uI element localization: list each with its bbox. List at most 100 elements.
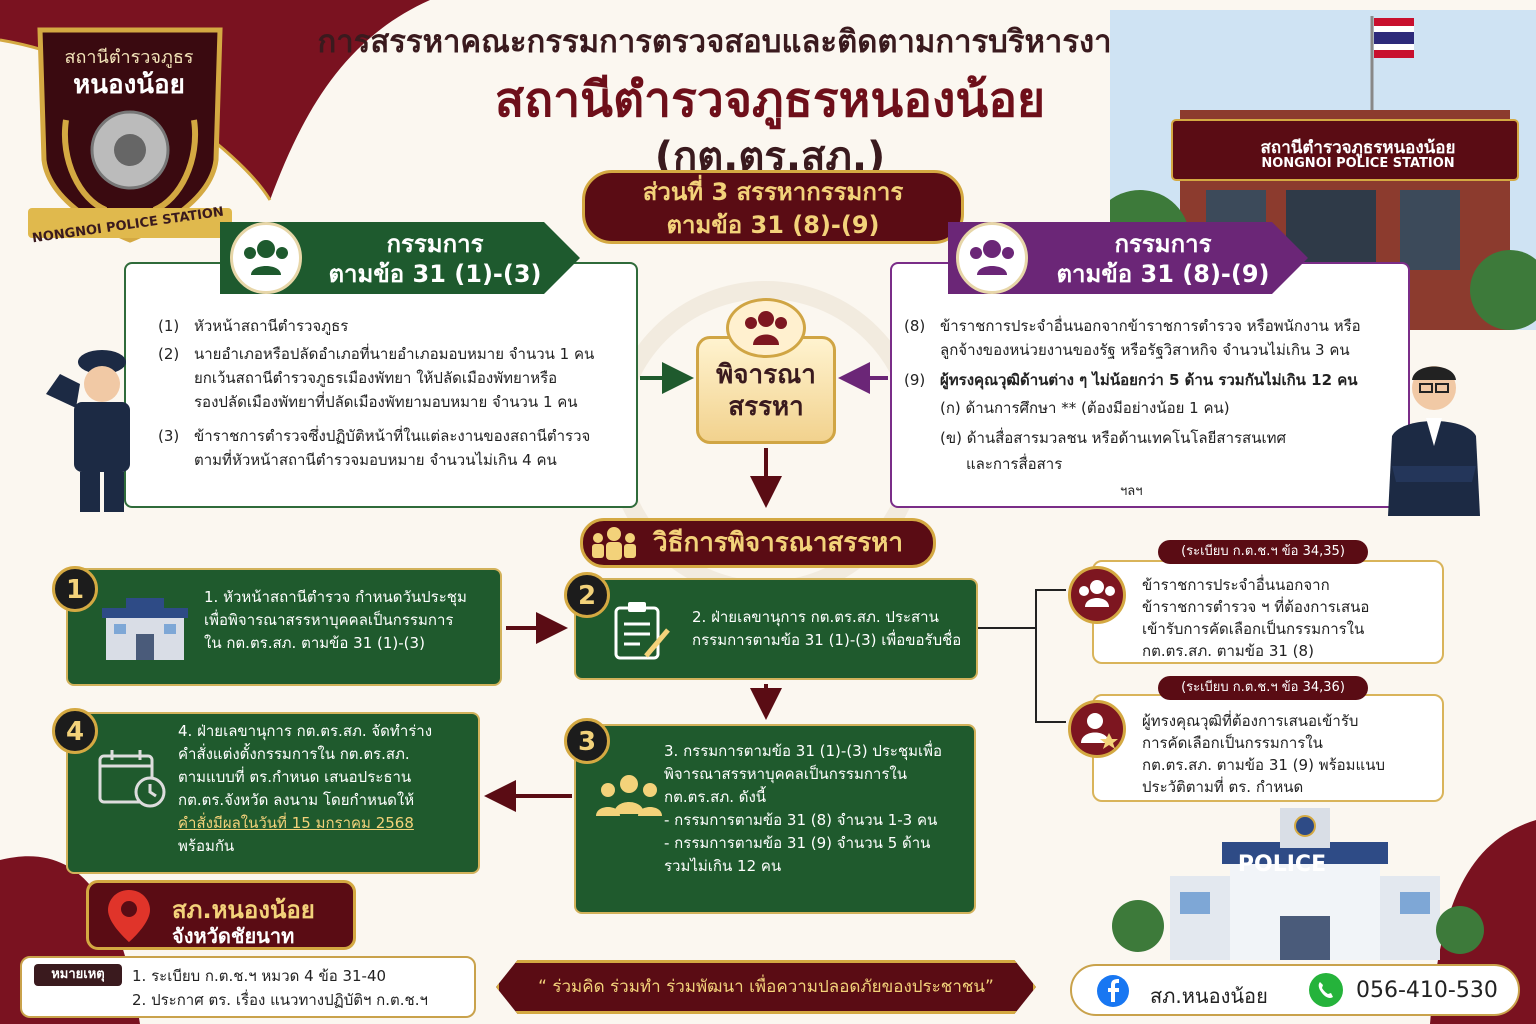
left-item-2: (2) นายอำเภอหรือปลัดอำเภอที่นายอำเภอมอบห… — [158, 342, 628, 414]
reg-1-line2: ข้าราชการตำรวจ ฯ ที่ต้องการเสนอ — [1142, 598, 1370, 616]
reg-2-line2: การคัดเลือกเป็นกรรมการใน — [1142, 734, 1323, 752]
group-icon — [1068, 566, 1126, 624]
right-item-9: (9) ผู้ทรงคุณวุฒิด้านต่าง ๆ ไม่น้อยกว่า … — [904, 368, 1394, 392]
facebook-icon[interactable] — [1096, 974, 1130, 1008]
step-4-box: 4. ฝ่ายเลขานุการ กต.ตร.สภ. จัดทำร่าง คำส… — [66, 712, 480, 874]
facebook-page-name[interactable]: สภ.หนองน้อย — [1150, 984, 1268, 1008]
right-item-8-line1: ข้าราชการประจำอื่นนอกจากข้าราชการตำรวจ ห… — [940, 317, 1361, 335]
slogan-banner: “ ร่วมคิด ร่วมทำ ร่วมพัฒนา เพื่อความปลอด… — [496, 960, 1036, 1014]
police-station-icon — [102, 598, 188, 660]
location-province: จังหวัดชัยนาท — [172, 924, 295, 948]
police-building-illustration — [1112, 808, 1484, 960]
police-officer-illustration — [46, 350, 130, 512]
regulation-box-1: ข้าราชการประจำอื่นนอกจาก ข้าราชการตำรวจ … — [1092, 560, 1444, 664]
left-item-2-line3: รองปลัดเมืองพัทยาที่ปลัดเมืองพัทยามอบหมา… — [194, 393, 578, 411]
right-item-9-line: ผู้ทรงคุณวุฒิด้านต่าง ๆ ไม่น้อยกว่า 5 ด้… — [940, 371, 1358, 389]
people-icon — [592, 527, 636, 560]
step-1-box: 1. หัวหน้าสถานีตำรวจ กำหนดวันประชุม เพื่… — [66, 568, 502, 686]
calendar-icon — [98, 750, 166, 808]
step-3-badge: 3 — [564, 718, 610, 764]
page-title-line1: การสรรหาคณะกรรมการตรวจสอบและติดตามการบริ… — [317, 24, 1223, 60]
step-4-highlight: คำสั่งมีผลในวันที่ 15 มกราคม 2568 — [178, 814, 414, 832]
left-item-3: (3) ข้าราชการตำรวจซึ่งปฏิบัติหน้าที่ในแต… — [158, 424, 628, 472]
regulation-tag-2: (ระเบียบ ก.ต.ช.ฯ ข้อ 34,36) — [1158, 676, 1368, 700]
right-committee-box — [890, 262, 1410, 508]
left-item-3-line1: ข้าราชการตำรวจซึ่งปฏิบัติหน้าที่ในแต่ละง… — [194, 427, 591, 445]
contact-box — [1070, 964, 1520, 1016]
step-1-line1: 1. หัวหน้าสถานีตำรวจ กำหนดวันประชุม — [204, 588, 467, 606]
left-item-1-line: หัวหน้าสถานีตำรวจภูธร — [194, 317, 349, 335]
step-2-line2: กรรมการตามข้อ 31 (1)-(3) เพื่อขอรับชื่อ — [692, 631, 962, 649]
right-sub-a: (ก) ด้านการศึกษา ** (ต้องมีอย่างน้อย 1 ค… — [940, 399, 1230, 417]
businessman-illustration — [1388, 366, 1480, 516]
method-banner-text: วิธีการพิจารณาสรรหา — [653, 528, 903, 558]
step-3-line1: 3. กรรมการตามข้อ 31 (1)-(3) ประชุมเพื่อ — [664, 742, 943, 760]
reg-1-line1: ข้าราชการประจำอื่นนอกจาก — [1142, 576, 1330, 594]
consider-box: พิจารณา สรรหา — [696, 336, 836, 444]
reg-2-line1: ผู้ทรงคุณวุฒิที่ต้องการเสนอเข้ารับ — [1142, 712, 1359, 730]
step-4-line4: กต.ตร.จังหวัด ลงนาม โดยกำหนดให้ — [178, 791, 415, 809]
left-item-1-num: (1) — [158, 317, 180, 335]
building-sign-english: NONGNOI POLICE STATION — [1261, 156, 1455, 171]
left-item-3-num: (3) — [158, 427, 180, 445]
right-item-9-num: (9) — [904, 371, 926, 389]
left-item-2-line2: ยกเว้นสถานีตำรวจภูธรเมืองพัทยา ให้ปลัดเม… — [194, 369, 558, 387]
step-3-box: 3. กรรมการตามข้อ 31 (1)-(3) ประชุมเพื่อ … — [574, 724, 976, 914]
expert-user-icon — [1068, 700, 1126, 758]
step-3-line4: - กรรมการตามข้อ 31 (8) จำนวน 1-3 คน — [664, 811, 938, 829]
map-pin-icon — [108, 890, 150, 942]
step-2-line1: 2. ฝ่ายเลขานุการ กต.ตร.สภ. ประสาน — [692, 608, 939, 626]
step-2-box: 2. ฝ่ายเลขานุการ กต.ตร.สภ. ประสาน กรรมกา… — [574, 578, 978, 680]
right-item-8-num: (8) — [904, 317, 926, 335]
group-icon — [726, 298, 806, 358]
note-line-2: 2. ประกาศ ตร. เรื่อง แนวทางปฏิบัติฯ ก.ต.… — [132, 991, 428, 1009]
right-committee-title2: ตามข้อ 31 (8)-(9) — [1056, 260, 1270, 288]
step-1-badge: 1 — [52, 566, 98, 612]
right-sub-b2: และการสื่อสาร — [966, 455, 1063, 473]
step-1-line2: เพื่อพิจารณาสรรหาบุคคลเป็นกรรมการ — [204, 611, 454, 629]
right-item-8-line2: ลูกจ้างของหน่วยงานของรัฐ หรือรัฐวิสาหกิจ… — [940, 341, 1350, 359]
reg-1-line4: กต.ตร.สภ. ตามข้อ 31 (8) — [1142, 642, 1314, 660]
phone-number[interactable]: 056-410-530 — [1356, 978, 1498, 1003]
step-3-line3: กต.ตร.สภ. ดังนี้ — [664, 788, 767, 806]
right-etc: ฯลฯ — [1120, 484, 1143, 499]
consider-line1: พิจารณา — [716, 360, 816, 390]
logo-top-text: สถานีตำรวจภูธร — [64, 47, 194, 68]
group-icon — [230, 222, 302, 294]
left-item-3-line2: ตามที่หัวหน้าสถานีตำรวจมอบหมาย จำนวนไม่เ… — [194, 451, 557, 469]
reg-2-line4: ประวัติตามที่ ตร. กำหนด — [1142, 778, 1304, 796]
left-committee-title1: กรรมการ — [386, 230, 484, 258]
phone-icon[interactable] — [1308, 972, 1344, 1008]
step-4-line3: ตามแบบที่ ตร.กำหนด เสนอประธาน — [178, 768, 412, 786]
step-2-badge: 2 — [564, 572, 610, 618]
step-1-line3: ใน กต.ตร.สภ. ตามข้อ 31 (1)-(3) — [204, 634, 425, 652]
step-4-line2: คำสั่งแต่งตั้งกรรมการใน กต.ตร.สภ. — [178, 745, 410, 763]
part-banner: ส่วนที่ 3 สรรหากรรมการ ตามข้อ 31 (8)-(9) — [582, 170, 964, 244]
page-title-line2: สถานีตำรวจภูธรหนองน้อย — [494, 72, 1046, 128]
consider-line2: สรรหา — [728, 392, 804, 422]
left-item-1: (1) หัวหน้าสถานีตำรวจภูธร — [158, 314, 628, 338]
right-item-8: (8) ข้าราชการประจำอื่นนอกจากข้าราชการตำร… — [904, 314, 1394, 362]
group-icon — [956, 222, 1028, 294]
part-banner-line1: ส่วนที่ 3 สรรหากรรมการ — [642, 178, 904, 206]
method-banner: วิธีการพิจารณาสรรหา — [580, 518, 936, 568]
building-sign-thai: สถานีตำรวจภูธรหนองน้อย — [1260, 138, 1456, 158]
location-name: สภ.หนองน้อย — [172, 896, 315, 924]
note-tag: หมายเหตุ — [34, 964, 122, 986]
part-banner-line2: ตามข้อ 31 (8)-(9) — [666, 211, 880, 239]
clipboard-icon — [614, 602, 670, 660]
step-3-line5: - กรรมการตามข้อ 31 (9) จำนวน 5 ด้าน — [664, 834, 931, 852]
left-item-2-num: (2) — [158, 345, 180, 363]
left-item-2-line1: นายอำเภอหรือปลัดอำเภอที่นายอำเภอมอบหมาย … — [194, 345, 595, 363]
step-3-line2: พิจารณาสรรหาบุคคลเป็นกรรมการใน — [664, 765, 907, 783]
step-4-line1: 4. ฝ่ายเลขานุการ กต.ตร.สภ. จัดทำร่าง — [178, 722, 433, 740]
police-building-sign: POLICE — [1237, 852, 1327, 877]
reg-2-line3: กต.ตร.สภ. ตามข้อ 31 (9) พร้อมแนบ — [1142, 756, 1385, 774]
group-icon — [596, 775, 662, 816]
right-committee-title1: กรรมการ — [1114, 230, 1212, 258]
left-committee-title2: ตามข้อ 31 (1)-(3) — [328, 260, 542, 288]
station-logo — [28, 27, 232, 243]
left-committee-box — [124, 262, 638, 508]
step-4-badge: 4 — [52, 708, 98, 754]
